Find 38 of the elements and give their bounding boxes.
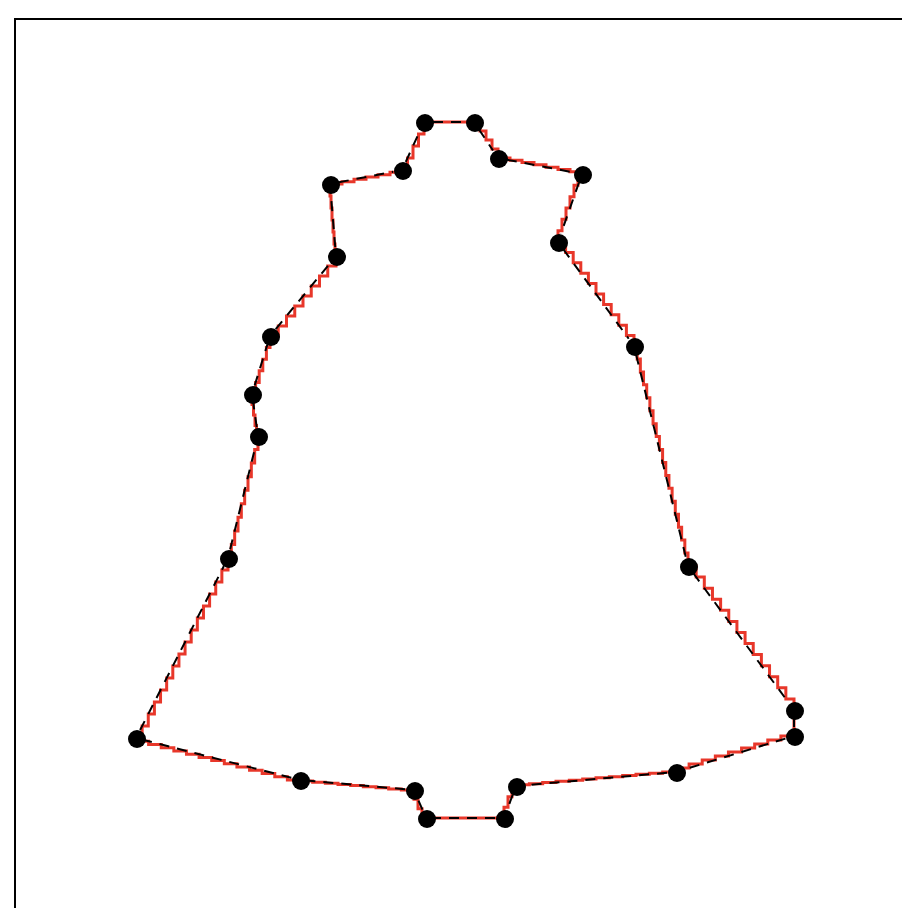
point-marker bbox=[261, 327, 279, 345]
point-marker bbox=[785, 701, 803, 719]
dashed-line bbox=[434, 817, 496, 819]
dashed-line bbox=[337, 170, 395, 184]
point-marker bbox=[495, 809, 513, 827]
dashed-line bbox=[478, 128, 494, 152]
dashed-line bbox=[143, 739, 293, 779]
point-marker bbox=[327, 247, 345, 265]
dashed-line bbox=[416, 797, 424, 811]
point-marker bbox=[321, 175, 339, 193]
dashed-line bbox=[139, 565, 225, 731]
dashed-line bbox=[793, 718, 795, 728]
point-marker bbox=[679, 557, 697, 575]
point-marker bbox=[573, 165, 591, 183]
point-marker bbox=[127, 729, 145, 747]
point-marker bbox=[291, 771, 309, 789]
point-marker bbox=[405, 781, 423, 799]
dashed-line bbox=[635, 353, 687, 559]
point-marker bbox=[249, 427, 267, 445]
point-marker bbox=[507, 777, 525, 795]
dashed-line bbox=[274, 261, 332, 331]
point-marker bbox=[415, 113, 433, 131]
dashed-line bbox=[307, 779, 407, 791]
point-marker bbox=[549, 233, 567, 251]
point-marker bbox=[417, 809, 435, 827]
point-marker bbox=[785, 727, 803, 745]
point-marker bbox=[625, 337, 643, 355]
dashed-line bbox=[253, 343, 269, 387]
point-marker bbox=[219, 549, 237, 567]
dashed-line bbox=[432, 121, 466, 123]
point-marker bbox=[489, 149, 507, 167]
point-marker bbox=[243, 385, 261, 403]
dashed-line bbox=[562, 248, 630, 340]
point-marker bbox=[393, 161, 411, 179]
dashed-line bbox=[252, 401, 258, 429]
point-marker bbox=[667, 763, 685, 781]
point-marker bbox=[465, 113, 483, 131]
dashed-line bbox=[505, 158, 575, 174]
